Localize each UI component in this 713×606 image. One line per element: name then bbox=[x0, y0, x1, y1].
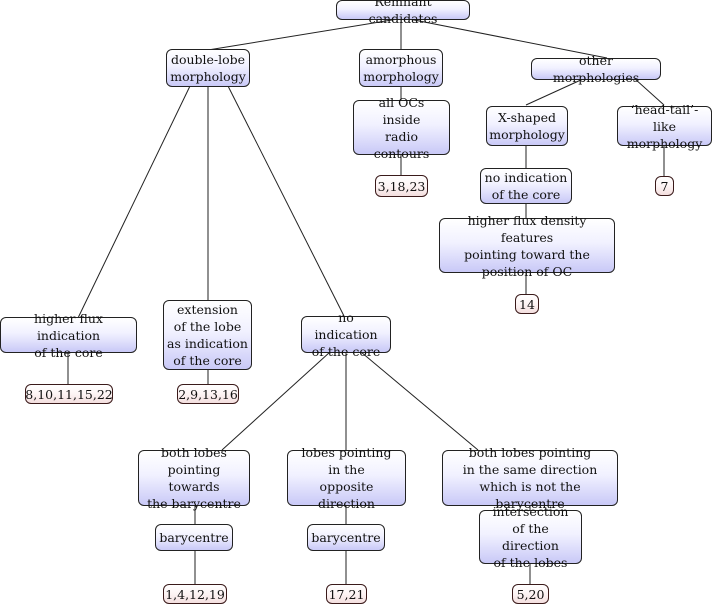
edge-other-headtail bbox=[634, 78, 665, 106]
intersection-node: intersection of the direction of the lob… bbox=[479, 504, 582, 570]
x-ids-leaf: 14 bbox=[515, 294, 539, 314]
x-shaped-node: X-shaped morphology bbox=[486, 106, 568, 146]
root-node: Remnant candidates bbox=[336, 0, 470, 26]
edge-nocore-same bbox=[360, 351, 479, 451]
amorphous-ids-leaf: 3,18,23 bbox=[375, 175, 428, 197]
double-lobe-node: double-lobe morphology bbox=[166, 49, 250, 87]
amorphous-node: amorphous morphology bbox=[359, 49, 443, 87]
opposite-ids-leaf: 17,21 bbox=[326, 584, 367, 604]
edge-doublelobe-nocore bbox=[227, 85, 345, 317]
all-ocs-node: all OCs inside radio contours bbox=[353, 95, 450, 161]
x-no-core-node: no indication of the core bbox=[480, 168, 572, 204]
towards-ids-leaf: 1,4,12,19 bbox=[163, 584, 227, 604]
x-higher-flux-node: higher flux density features pointing to… bbox=[439, 213, 615, 279]
other-morphologies-node: other morphologies bbox=[531, 53, 661, 85]
higher-flux-core-node: higher flux indication of the core bbox=[0, 311, 137, 360]
extension-ids-leaf: 2,9,13,16 bbox=[177, 384, 239, 404]
both-towards-node: both lobes pointing towards the barycent… bbox=[138, 445, 250, 511]
extension-lobe-node: extension of the lobe as indication of t… bbox=[163, 300, 252, 370]
edge-root-other bbox=[403, 17, 608, 59]
edge-nocore-towards bbox=[221, 351, 331, 451]
edge-other-xshaped bbox=[525, 78, 584, 106]
higher-flux-ids-leaf: 8,10,11,15,22 bbox=[25, 384, 113, 404]
edge-doublelobe-higherfluxcore bbox=[77, 85, 191, 319]
edge-root-doublelobe bbox=[207, 17, 405, 51]
barycentre-node-1: barycentre bbox=[155, 524, 233, 551]
same-ids-leaf: 5,20 bbox=[512, 584, 549, 604]
head-tail-ids-leaf: 7 bbox=[655, 176, 674, 196]
head-tail-node: ‘head-tail’-like morphology bbox=[617, 102, 712, 151]
opposite-direction-node: lobes pointing in the opposite direction bbox=[287, 445, 406, 511]
same-direction-node: both lobes pointing in the same directio… bbox=[442, 445, 618, 511]
barycentre-node-2: barycentre bbox=[307, 524, 385, 551]
double-lobe-no-core-node: no indication of the core bbox=[301, 310, 391, 359]
